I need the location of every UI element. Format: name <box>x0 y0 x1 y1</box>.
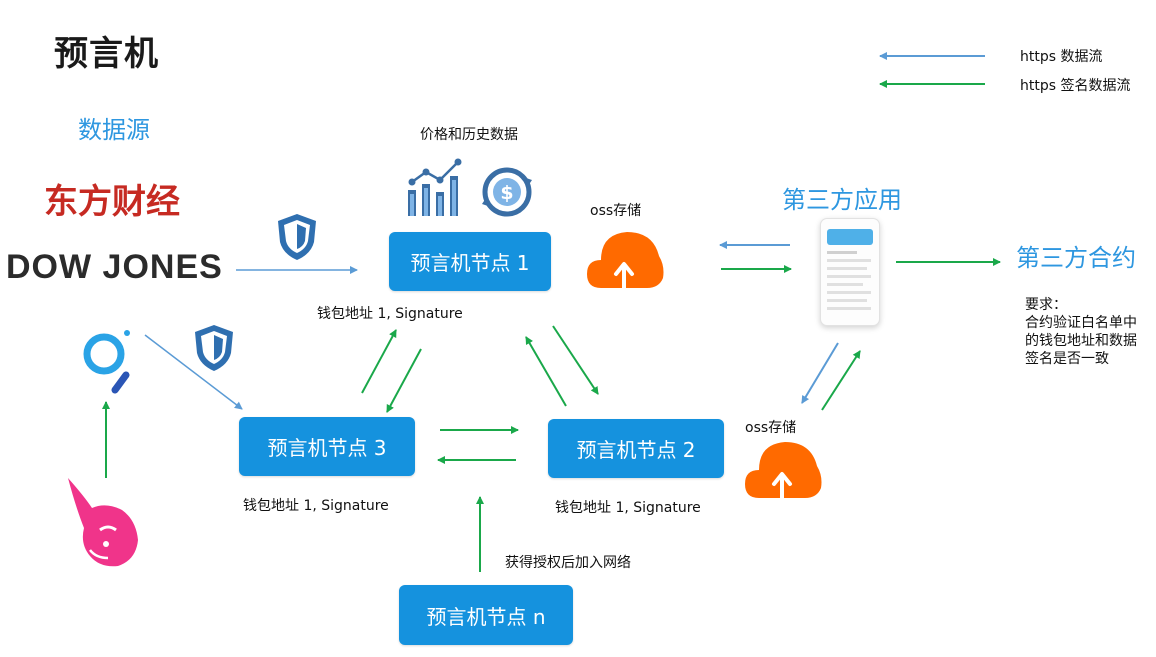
requirements-line: 签名是否一致 <box>1025 351 1109 367</box>
cloud-upload-icon <box>745 442 822 500</box>
oracle-node-1[interactable]: 预言机节点 1 <box>389 232 551 291</box>
join-network-label: 获得授权后加入网络 <box>505 555 631 571</box>
shield-icon <box>195 325 233 371</box>
requirements-line: 的钱包地址和数据 <box>1025 333 1137 349</box>
signature-label-3: 钱包地址 1, Signature <box>243 498 389 514</box>
third-party-app-title: 第三方应用 <box>782 186 902 214</box>
requirements-line: 要求： <box>1025 297 1067 313</box>
currency-exchange-icon: $ <box>482 167 532 217</box>
eastmoney-logo: 东方财经 <box>44 182 180 222</box>
node3-to-node1-arrow <box>361 329 397 394</box>
requirements-note: 要求： 合约验证白名单中 的钱包地址和数据 签名是否一致 <box>1025 296 1137 368</box>
signature-label-1: 钱包地址 1, Signature <box>317 306 463 322</box>
oss-label-2: oss存储 <box>745 420 797 436</box>
oracle-node-2[interactable]: 预言机节点 2 <box>548 419 724 478</box>
unicorn-logo-icon <box>68 478 138 567</box>
chart-icon <box>408 158 462 216</box>
oracle-node-n[interactable]: 预言机节点 n <box>399 585 573 645</box>
cloud-upload-icon <box>587 232 664 290</box>
oracle-node-3[interactable]: 预言机节点 3 <box>239 417 415 476</box>
node2-to-node1-arrow <box>525 336 567 407</box>
page-title: 预言机 <box>54 34 159 74</box>
third-party-contract-title: 第三方合约 <box>1016 244 1136 272</box>
oss-label-1: oss存储 <box>590 203 642 219</box>
app-to-oss2-arrow <box>801 342 839 404</box>
node1-to-node3-arrow <box>386 348 422 413</box>
phone-app-icon <box>820 218 880 326</box>
price-history-label: 价格和历史数据 <box>420 127 518 143</box>
legend-data-flow-label: https 数据流 <box>1020 49 1103 65</box>
search-logo-icon <box>83 330 130 394</box>
oss2-to-app-arrow <box>821 350 861 411</box>
node1-to-node2-arrow <box>552 325 599 395</box>
legend-signed-flow-label: https 签名数据流 <box>1020 78 1131 94</box>
search-to-node3-arrow <box>144 334 243 410</box>
signature-label-2: 钱包地址 1, Signature <box>555 500 701 516</box>
shield-icon <box>278 214 316 260</box>
requirements-line: 合约验证白名单中 <box>1025 315 1137 331</box>
svg-text:$: $ <box>500 182 513 204</box>
dowjones-logo: DOW JONES <box>6 248 223 286</box>
data-source-title: 数据源 <box>78 116 150 144</box>
